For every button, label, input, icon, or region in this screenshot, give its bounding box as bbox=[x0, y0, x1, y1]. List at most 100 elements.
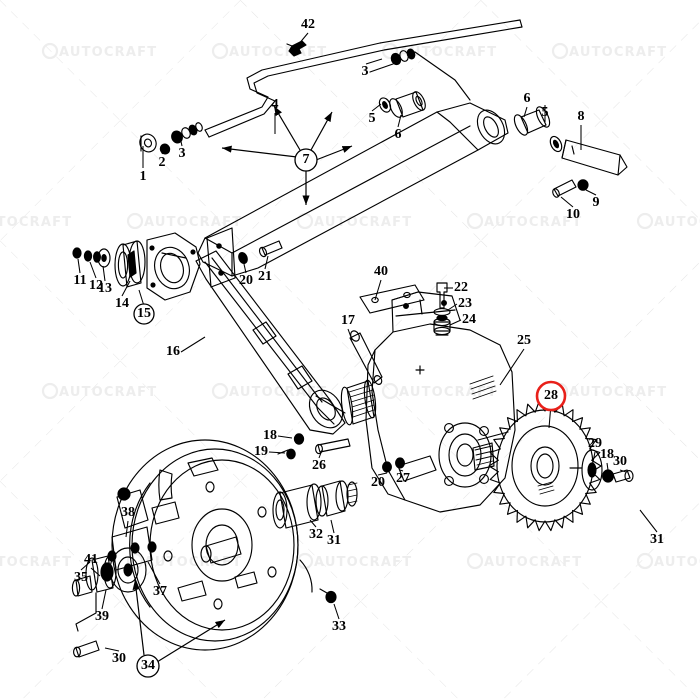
highlight-marker-28[interactable] bbox=[535, 380, 567, 412]
callout-number-21-23: 21 bbox=[258, 269, 272, 284]
callout-number-42-46: 42 bbox=[301, 17, 315, 32]
watermark-text: AUTOCRAFT bbox=[654, 555, 700, 570]
watermark-text-tiles: AUTOCRAFT AUTOCRAFT AUTOCRAFT AUTOCRAFT AUTO… bbox=[0, 42, 700, 570]
watermark-text: AUTOCRAFT bbox=[314, 215, 412, 230]
watermark-logo-icon bbox=[381, 42, 399, 60]
group-bolts-20-27 bbox=[382, 457, 405, 473]
callout-number-31-37: 31 bbox=[650, 532, 664, 547]
callout-number-19-21: 19 bbox=[254, 444, 268, 459]
callout-number-28-31[interactable]: 28 bbox=[544, 388, 558, 403]
callout-number-30-34: 30 bbox=[613, 454, 627, 469]
callout-number-7-9: 7 bbox=[303, 152, 310, 167]
callout-number-31-35: 31 bbox=[327, 533, 341, 548]
watermark-text: AUTOCRAFT bbox=[654, 215, 700, 230]
callout-number-14-16: 14 bbox=[115, 296, 129, 311]
watermark-text: AUTOCRAFT bbox=[569, 45, 667, 60]
sprocket-teeth bbox=[488, 400, 602, 532]
watermark-text: AUTOCRAFT bbox=[144, 215, 242, 230]
part-pin-10 bbox=[553, 179, 577, 197]
callout-number-27-29: 27 bbox=[396, 471, 410, 486]
callout-number-20-22: 20 bbox=[239, 273, 253, 288]
callout-number-29-32: 29 bbox=[588, 436, 602, 451]
watermark-logo-icon bbox=[211, 42, 229, 60]
callout-number-25-27: 25 bbox=[517, 333, 531, 348]
group-bolt-20-21 bbox=[238, 240, 283, 264]
group-axle-stub-8 bbox=[552, 139, 628, 198]
part-clip-42 bbox=[286, 40, 307, 57]
callout-number-18-33: 18 bbox=[600, 447, 614, 462]
watermark-logo-icon bbox=[636, 212, 654, 230]
group-splined-gear bbox=[340, 379, 377, 426]
callout-number-5-7: 5 bbox=[542, 105, 549, 120]
group-spacer-29 bbox=[569, 449, 634, 491]
part-shim-plate-40 bbox=[359, 284, 425, 314]
part-nut-9 bbox=[577, 179, 589, 191]
watermark-text: AUTOCRAFT bbox=[314, 555, 412, 570]
callout-number-34-39: 34 bbox=[141, 658, 155, 673]
callout-number-38-42: 38 bbox=[121, 505, 135, 520]
watermark-text: AUTOCRAFT bbox=[484, 555, 582, 570]
watermark-text: AUTOCRAFT bbox=[0, 215, 72, 230]
callout-number-41-45: 41 bbox=[84, 552, 98, 567]
callout-number-3-3: 3 bbox=[362, 64, 369, 79]
group-bearing-stack bbox=[72, 240, 146, 288]
callout-number-35-40: 35 bbox=[74, 570, 88, 585]
watermark-text: AUTOCRAFT bbox=[0, 555, 72, 570]
group-pinion-flange bbox=[438, 422, 495, 488]
part-bolt-30 bbox=[75, 640, 100, 658]
callout-number-13-15: 13 bbox=[98, 281, 112, 296]
watermark-logo-icon bbox=[296, 552, 314, 570]
group-hub-carrier bbox=[146, 232, 201, 301]
watermark-text: AUTOCRAFT bbox=[569, 385, 667, 400]
group-rod-end-left bbox=[139, 122, 203, 155]
watermark-logo-icon bbox=[211, 382, 229, 400]
watermark-logo-icon bbox=[381, 382, 399, 400]
callout-number-32-36: 32 bbox=[309, 527, 323, 542]
callout-number-30-47: 30 bbox=[112, 651, 126, 666]
group-bolts-18-19 bbox=[277, 433, 305, 460]
part-bolt-33 bbox=[299, 559, 337, 604]
callout-number-8-10: 8 bbox=[578, 109, 585, 124]
watermark-logo-icon bbox=[551, 42, 569, 60]
callout-number-23-25: 23 bbox=[458, 296, 472, 311]
watermark-logo-icon bbox=[466, 212, 484, 230]
watermark-logo-icon bbox=[126, 212, 144, 230]
callout-number-37-41: 37 bbox=[153, 584, 167, 599]
callout-number-9-11: 9 bbox=[593, 195, 600, 210]
callout-number-39-43: 39 bbox=[95, 609, 109, 624]
group-brake-adjuster bbox=[71, 487, 157, 658]
callout-number-6-8: 6 bbox=[524, 91, 531, 106]
watermark-text: AUTOCRAFT bbox=[144, 555, 242, 570]
callout-number-17-19: 17 bbox=[341, 313, 355, 328]
callout-number-16-18: 16 bbox=[166, 344, 180, 359]
watermark-text: AUTOCRAFT bbox=[59, 385, 157, 400]
watermark-text: AUTOCRAFT bbox=[229, 385, 327, 400]
callout-number-24-26: 24 bbox=[462, 312, 476, 327]
callout-number-2-1: 2 bbox=[159, 155, 166, 170]
callout-number-40-44: 40 bbox=[374, 264, 388, 279]
leader-lines bbox=[77, 32, 658, 652]
watermark-text: AUTOCRAFT bbox=[59, 45, 157, 60]
watermark-text: AUTOCRAFT bbox=[399, 45, 497, 60]
callout-number-15-17: 15 bbox=[137, 306, 151, 321]
group-hub-stack-31-32 bbox=[272, 480, 358, 529]
group-bushings-right bbox=[513, 106, 563, 153]
callout-number-6-6: 6 bbox=[395, 127, 402, 142]
group-rod-end-mid bbox=[369, 48, 471, 101]
watermark-logo-icon bbox=[41, 42, 59, 60]
callout-number-5-5: 5 bbox=[369, 111, 376, 126]
callout-arrows bbox=[132, 105, 353, 663]
callout-number-33-38: 33 bbox=[332, 619, 346, 634]
watermark-logo-icon bbox=[466, 552, 484, 570]
callout-number-22-24: 22 bbox=[454, 280, 468, 295]
callout-number-26-28: 26 bbox=[312, 458, 326, 473]
callout-number-10-12: 10 bbox=[566, 207, 580, 222]
group-torsion-bar bbox=[204, 19, 523, 138]
watermark-text: AUTOCRAFT bbox=[229, 45, 327, 60]
part-bolt-26 bbox=[315, 438, 351, 455]
